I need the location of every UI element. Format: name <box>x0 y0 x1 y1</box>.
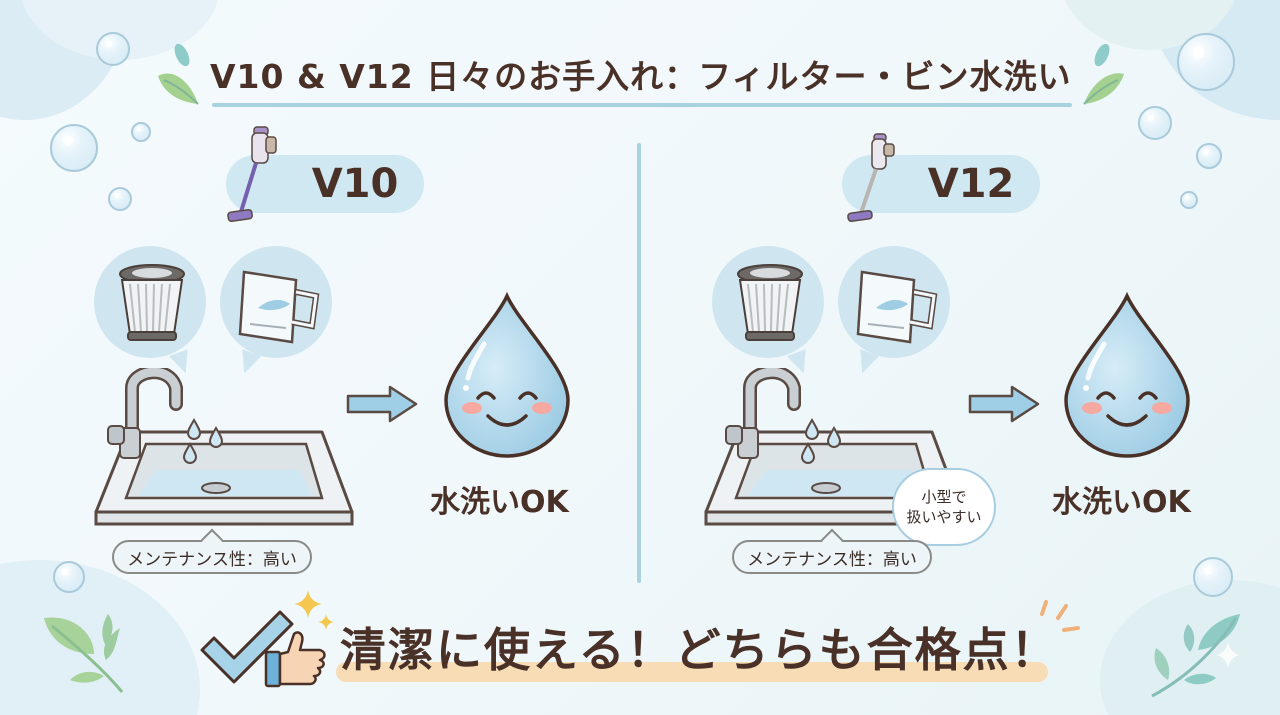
bubble-icon <box>1180 191 1198 209</box>
panel-divider <box>637 143 641 583</box>
bubble-icon <box>1196 143 1222 169</box>
dust-bin-icon <box>856 270 938 344</box>
emphasis-lines-icon <box>1040 600 1080 632</box>
smiling-water-drop-icon <box>444 292 570 458</box>
leaf-icon <box>1083 43 1124 105</box>
arrow-right-icon <box>968 385 1040 423</box>
bubble-icon <box>1193 557 1233 597</box>
stick-vacuum-icon <box>847 133 895 222</box>
maintenance-tag: メンテナンス性：高い <box>732 540 932 574</box>
smiling-water-drop-icon <box>1064 292 1190 458</box>
bubble-icon <box>1177 33 1235 91</box>
bubble-icon <box>108 187 132 211</box>
bubble-icon <box>50 124 98 172</box>
size-note-line2: 扱いやすい <box>906 508 982 526</box>
bubble-icon <box>1138 106 1172 140</box>
arrow-right-icon <box>346 385 418 423</box>
page-title-text: V10 & V12 日々のお手入れ：フィルター・ビン水洗い <box>210 57 1072 96</box>
checkmark-icon <box>200 610 294 684</box>
dust-bin-icon <box>238 270 320 344</box>
stick-vacuum-icon <box>227 126 277 222</box>
result-label: 水洗いOK <box>430 485 569 520</box>
sparkle-icon <box>1216 642 1240 668</box>
sparkle-icon <box>294 590 334 630</box>
title-underline <box>212 103 1072 107</box>
bubble-icon <box>96 32 130 66</box>
page-title: V10 & V12 日々のお手入れ：フィルター・ビン水洗い <box>210 50 1072 98</box>
bubble-icon <box>53 561 85 593</box>
maintenance-tag: メンテナンス性：高い <box>112 540 312 574</box>
footer-highlight <box>336 662 1048 682</box>
model-label: V10 <box>311 161 399 207</box>
bubble-icon <box>131 122 151 142</box>
filter-icon <box>119 264 185 341</box>
model-label: V12 <box>927 161 1015 207</box>
thumbs-up-icon <box>264 631 326 688</box>
size-note-cloud: 小型で 扱いやすい <box>892 468 996 546</box>
model-badge-v10: V10 <box>226 155 424 213</box>
size-note-line1: 小型で <box>921 488 967 506</box>
result-label: 水洗いOK <box>1052 485 1191 520</box>
leaf-branch-icon <box>44 614 124 693</box>
sink-faucet-icon <box>94 368 354 526</box>
footer-message: 清潔に使える！どちらも合格点！ <box>340 623 1059 677</box>
filter-icon <box>737 264 803 341</box>
leaf-icon <box>158 43 199 105</box>
leaf-branch-icon <box>1151 614 1240 698</box>
